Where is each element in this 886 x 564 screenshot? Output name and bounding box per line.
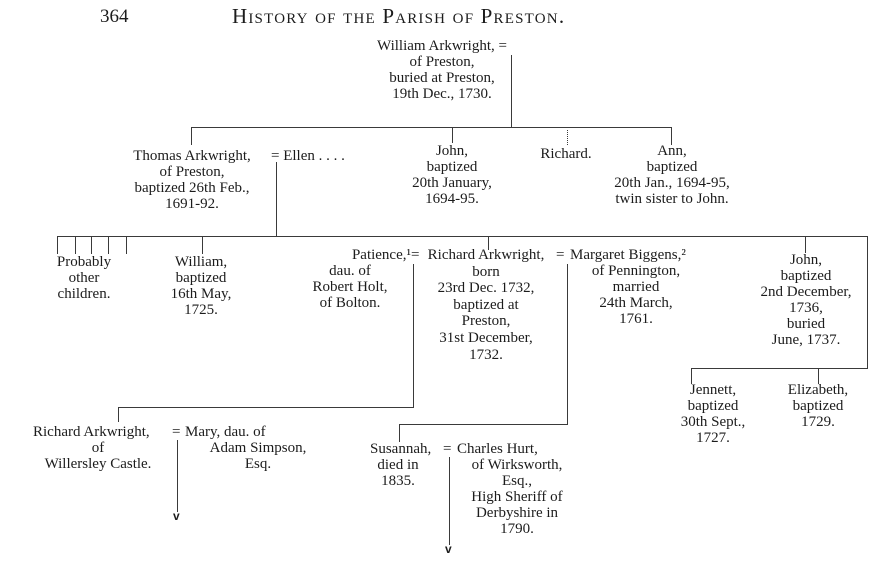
- descent-tick: [818, 368, 819, 384]
- marriage-sign: =: [411, 247, 420, 263]
- descent-tick: [191, 127, 192, 145]
- sibling-line: [691, 368, 868, 369]
- descent-arrow-icon: v: [173, 509, 180, 523]
- dotted-descent-tick: [567, 130, 569, 145]
- person-john-1736: John, baptized 2nd December, 1736, burie…: [760, 252, 852, 348]
- sibling-line: [191, 127, 672, 128]
- descent-line: [567, 264, 568, 425]
- descent-tick: [118, 407, 119, 422]
- running-head: History of the Parish of Preston.: [232, 4, 566, 28]
- child-tick: [108, 237, 109, 254]
- marriage-sign: =: [443, 441, 452, 457]
- person-elizabeth: Elizabeth, baptized 1729.: [787, 382, 849, 430]
- sibling-line: [57, 236, 868, 237]
- descent-tick: [488, 237, 489, 250]
- descent-line: [449, 457, 450, 545]
- descent-line: [118, 407, 414, 408]
- child-tick: [75, 237, 76, 254]
- marriage-sign: =: [556, 247, 565, 263]
- person-jennett: Jennett, baptized 30th Sept., 1727.: [680, 382, 746, 446]
- child-tick: [126, 237, 127, 254]
- person-ann: Ann, baptized 20th Jan., 1694-95, twin s…: [614, 143, 730, 207]
- person-richard-arkwright-willersley-name: Richard Arkwright,: [33, 424, 150, 440]
- person-richard-arkwright: Richard Arkwright, born 23rd Dec. 1732, …: [427, 247, 545, 363]
- person-richard: Richard.: [540, 146, 592, 162]
- descent-line: [177, 440, 178, 512]
- marriage-sign: =: [172, 424, 181, 440]
- descent-tick: [202, 237, 203, 254]
- page-number: 364: [100, 6, 129, 27]
- other-children: Probably other children.: [56, 254, 112, 302]
- child-tick: [57, 237, 58, 254]
- person-susannah-name: Susannah,: [370, 441, 432, 457]
- person-charles-hurt-details: of Wirksworth, Esq., High Sheriff of Der…: [471, 457, 563, 537]
- person-william-1725: William, baptized 16th May, 1725.: [170, 254, 232, 318]
- person-charles-hurt-name: Charles Hurt,: [457, 441, 538, 457]
- person-ellen: = Ellen . . . .: [271, 148, 345, 164]
- descent-line: [399, 424, 568, 425]
- descent-tick: [671, 127, 672, 145]
- sibling-branch-line: [867, 236, 868, 369]
- person-thomas-arkwright: Thomas Arkwright, of Preston, baptized 2…: [133, 148, 251, 212]
- person-margaret-biggens-details: of Pennington, married 24th March, 1761.: [591, 263, 681, 327]
- descent-arrow-icon: v: [445, 542, 452, 556]
- person-john: John, baptized 20th January, 1694-95.: [412, 143, 492, 207]
- descent-tick: [805, 237, 806, 253]
- descent-tick: [399, 424, 400, 442]
- descent-line: [276, 162, 277, 236]
- person-patience-name: Patience,¹: [351, 247, 411, 263]
- person-mary-simpson-details: Adam Simpson, Esq.: [209, 440, 307, 472]
- person-mary-simpson-name: Mary, dau. of: [185, 424, 266, 440]
- person-susannah-details: died in 1835.: [377, 457, 419, 489]
- descent-tick: [691, 368, 692, 384]
- descent-line: [413, 264, 414, 408]
- descent-line: [511, 55, 512, 127]
- child-tick: [91, 237, 92, 254]
- person-richard-arkwright-willersley-details: of Willersley Castle.: [44, 440, 152, 472]
- person-margaret-biggens-name: Margaret Biggens,²: [570, 247, 686, 263]
- person-william-arkwright: William Arkwright, = of Preston, buried …: [377, 38, 507, 102]
- person-patience-details: dau. of Robert Holt, of Bolton.: [312, 263, 388, 311]
- descent-tick: [452, 127, 453, 143]
